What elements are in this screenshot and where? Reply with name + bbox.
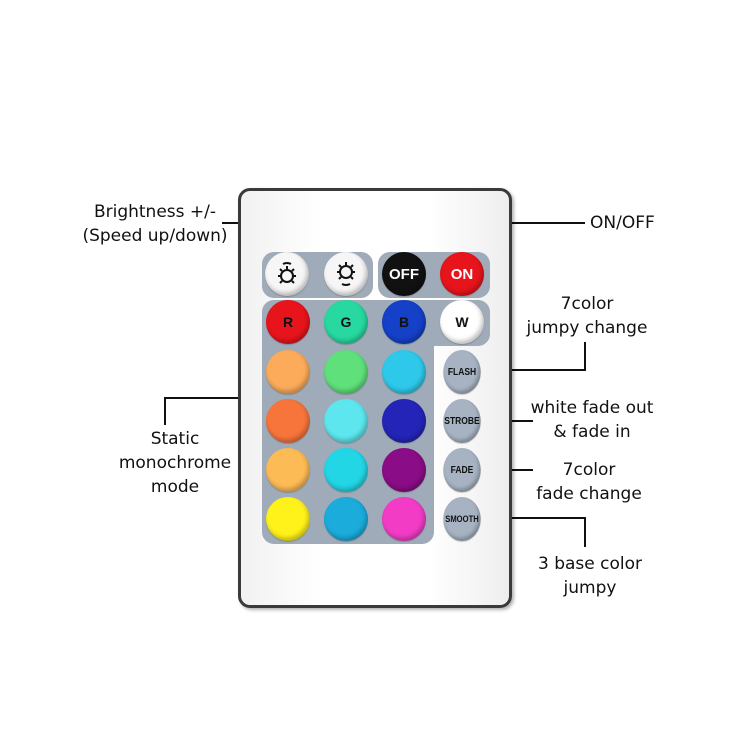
color-button[interactable]	[266, 350, 310, 394]
smooth-label-line2: jumpy	[563, 578, 617, 598]
fade-label-line2: fade change	[536, 484, 642, 504]
strobe-label-line1: white fade out	[530, 398, 654, 418]
static-label: Static monochrome mode	[110, 427, 240, 499]
green-button[interactable]: G	[324, 300, 368, 344]
flash-button[interactable]: FLASH	[443, 350, 481, 394]
brightness-label-line1: Brightness +/-	[93, 202, 217, 222]
fade-label: 7color fade change	[530, 458, 648, 506]
static-callout-line	[164, 397, 262, 425]
brightness-up-button[interactable]	[265, 252, 309, 296]
color-button[interactable]	[382, 448, 426, 492]
flash-callout-line	[486, 342, 586, 371]
onoff-label: ON/OFF	[590, 213, 655, 233]
color-button[interactable]	[266, 497, 310, 541]
strobe-label-line2: & fade in	[553, 422, 631, 442]
brightness-down-button[interactable]	[324, 252, 368, 296]
color-button[interactable]	[266, 399, 310, 443]
jumpy-label-line1: 7color	[560, 294, 614, 314]
jumpy-label-line2: jumpy change	[526, 318, 648, 338]
blue-button[interactable]: B	[382, 300, 426, 344]
color-button[interactable]	[382, 399, 426, 443]
on-button[interactable]: ON	[440, 252, 484, 296]
color-button[interactable]	[266, 448, 310, 492]
color-button[interactable]	[324, 497, 368, 541]
static-label-line2: monochrome	[118, 453, 232, 473]
smooth-button[interactable]: SMOOTH	[443, 497, 481, 541]
brightness-label-line2: (Speed up/down)	[82, 226, 228, 246]
strobe-label: white fade out & fade in	[522, 396, 662, 444]
smooth-label: 3 base color jumpy	[530, 552, 650, 600]
sun-down-icon	[337, 262, 355, 286]
red-button[interactable]: R	[266, 300, 310, 344]
fade-button[interactable]: FADE	[443, 448, 481, 492]
brightness-label: Brightness +/- (Speed up/down)	[80, 200, 230, 248]
color-button[interactable]	[382, 497, 426, 541]
white-button[interactable]: W	[440, 300, 484, 344]
off-button[interactable]: OFF	[382, 252, 426, 296]
sun-up-icon	[278, 262, 296, 284]
strobe-button[interactable]: STROBE	[443, 399, 481, 443]
color-button[interactable]	[324, 399, 368, 443]
color-button[interactable]	[382, 350, 426, 394]
color-button[interactable]	[324, 448, 368, 492]
color-button[interactable]	[324, 350, 368, 394]
smooth-label-line1: 3 base color	[537, 554, 642, 574]
smooth-callout-line	[486, 517, 586, 547]
jumpy-label: 7color jumpy change	[520, 292, 654, 340]
fade-label-line1: 7color	[562, 460, 616, 480]
static-label-line3: mode	[150, 477, 200, 497]
static-label-line1: Static	[150, 429, 200, 449]
